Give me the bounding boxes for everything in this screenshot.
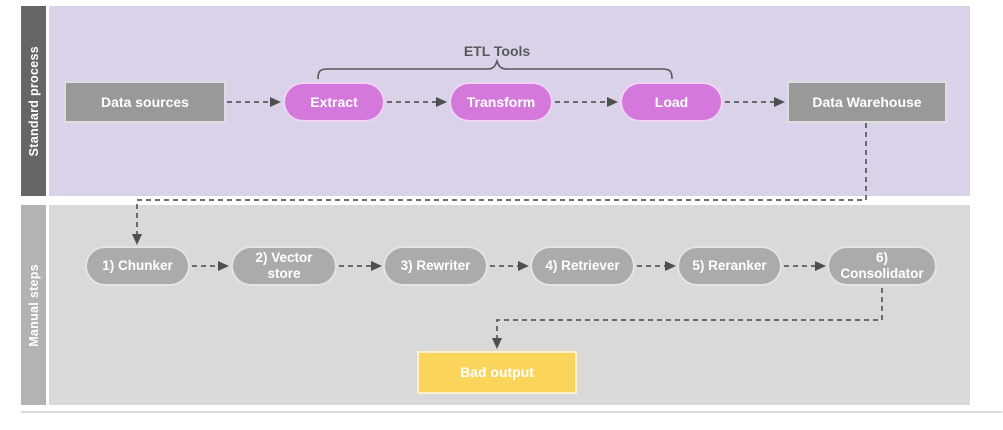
node-rewriter: 3) Rewriter: [383, 246, 488, 286]
node-extract: Extract: [283, 82, 385, 122]
node-data-warehouse: Data Warehouse: [787, 81, 947, 123]
arrowhead: [492, 338, 502, 349]
arrowhead: [665, 261, 676, 271]
arrowhead: [270, 97, 281, 107]
arrowhead: [607, 97, 618, 107]
node-consolidator: 6) Consolidator: [827, 246, 937, 286]
etl-tools-brace: [317, 58, 673, 80]
arrowhead: [371, 261, 382, 271]
node-vector-store: 2) Vector store: [231, 246, 337, 286]
node-data-sources: Data sources: [64, 81, 226, 123]
arrowhead: [815, 261, 826, 271]
node-load: Load: [620, 82, 723, 122]
lane-bar-manual-steps: Manual steps: [21, 205, 46, 405]
node-retriever: 4) Retriever: [530, 246, 635, 286]
node-transform: Transform: [449, 82, 553, 122]
arrowhead: [132, 234, 142, 245]
node-bad-output: Bad output: [417, 351, 577, 394]
node-reranker: 5) Reranker: [677, 246, 782, 286]
bottom-divider: [21, 411, 1002, 413]
arrowhead: [774, 97, 785, 107]
arrowhead: [218, 261, 229, 271]
node-chunker: 1) Chunker: [85, 246, 190, 286]
lane-bar-standard-process: Standard process: [21, 6, 46, 196]
etl-tools-label: ETL Tools: [463, 43, 531, 59]
edge-datawarehouse-chunker: [136, 123, 867, 234]
arrowhead: [518, 261, 529, 271]
edge-consolidator-badoutput: [496, 288, 883, 338]
arrowhead: [436, 97, 447, 107]
